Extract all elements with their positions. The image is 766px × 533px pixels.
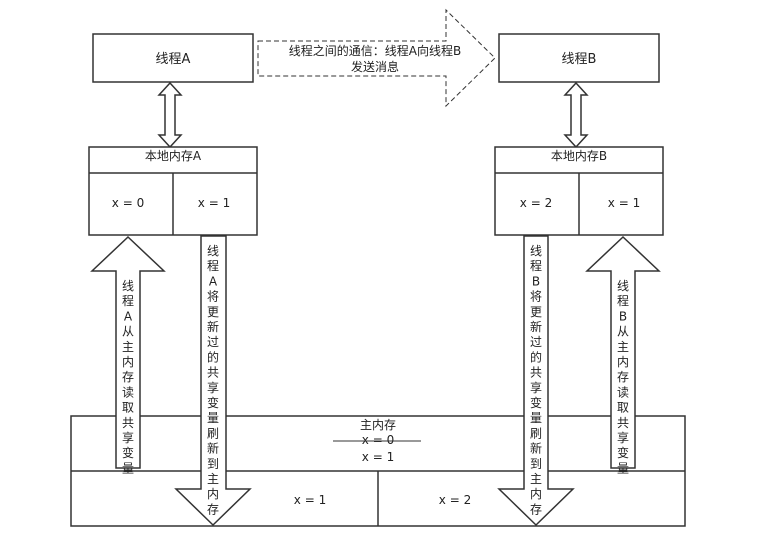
double-arrow-a bbox=[157, 81, 183, 149]
thread-a-label: 线程A bbox=[156, 52, 191, 67]
arrow-a-flush bbox=[174, 235, 252, 527]
main-memory-old-value: x = 0 bbox=[362, 433, 394, 447]
thread-b-box: 线程B bbox=[498, 33, 660, 83]
arrow-b-read bbox=[585, 235, 661, 469]
main-memory-title: 主内存 bbox=[360, 418, 396, 432]
thread-b-label: 线程B bbox=[562, 52, 597, 67]
local-memory-a-cell-left: x = 0 bbox=[112, 196, 144, 210]
message-arrow: 线程之间的通信：线程A向线程B 发送消息 bbox=[257, 8, 496, 108]
message-text-line2: 发送消息 bbox=[351, 59, 399, 74]
message-text-line1: 线程之间的通信：线程A向线程B bbox=[289, 43, 461, 58]
local-memory-b-cell-left: x = 2 bbox=[520, 196, 552, 210]
local-memory-b-cell-right: x = 1 bbox=[608, 196, 640, 210]
main-memory-cell-right: x = 2 bbox=[439, 493, 471, 507]
local-memory-a: 本地内存A x = 0 x = 1 bbox=[88, 146, 258, 236]
main-memory: 主内存 x = 0 x = 1 x = 1 x = 2 bbox=[70, 415, 686, 527]
thread-a-box: 线程A bbox=[92, 33, 254, 83]
local-memory-a-cell-right: x = 1 bbox=[198, 196, 230, 210]
arrow-b-flush bbox=[497, 235, 575, 527]
local-memory-b-title: 本地内存B bbox=[551, 149, 607, 163]
main-memory-new-value: x = 1 bbox=[362, 450, 394, 464]
arrow-a-read bbox=[90, 235, 166, 469]
double-arrow-b bbox=[563, 81, 589, 149]
local-memory-a-title: 本地内存A bbox=[145, 149, 202, 163]
local-memory-b: 本地内存B x = 2 x = 1 bbox=[494, 146, 664, 236]
main-memory-cell-left: x = 1 bbox=[294, 493, 326, 507]
